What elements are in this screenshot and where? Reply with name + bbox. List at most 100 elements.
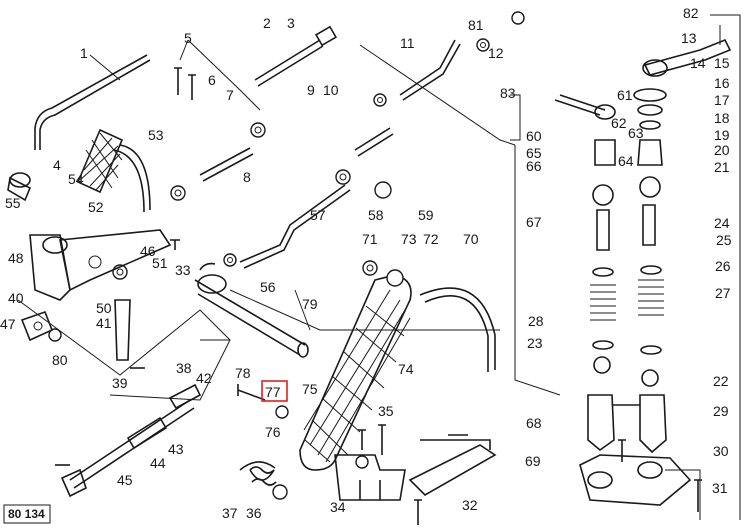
label-24: 24 <box>714 215 730 231</box>
label-28: 28 <box>528 313 544 329</box>
label-44: 44 <box>150 455 166 471</box>
label-83: 83 <box>500 85 516 101</box>
label-71: 71 <box>362 231 378 247</box>
label-53: 53 <box>148 127 164 143</box>
label-27: 27 <box>715 285 731 301</box>
label-11: 11 <box>400 35 415 51</box>
part-nuts-washers <box>48 11 525 500</box>
label-32: 32 <box>462 497 478 513</box>
label-43: 43 <box>168 441 184 457</box>
label-52: 52 <box>88 199 104 215</box>
label-33: 33 <box>175 262 191 278</box>
label-77: 77 <box>265 384 281 400</box>
part-labels: 1 2 3 4 5 6 7 8 9 10 11 12 13 14 15 16 1… <box>0 5 732 521</box>
label-76: 76 <box>265 424 281 440</box>
part-curved-rod <box>419 287 496 372</box>
label-26: 26 <box>715 258 731 274</box>
part-pedal <box>76 128 151 213</box>
label-68: 68 <box>526 415 542 431</box>
label-16: 16 <box>714 75 730 91</box>
part-link-rod <box>239 184 351 269</box>
label-4: 4 <box>53 157 61 173</box>
part-control-column <box>554 38 732 506</box>
label-46: 46 <box>140 243 156 259</box>
label-5: 5 <box>184 30 192 46</box>
part-cross-shaft <box>194 262 309 358</box>
label-50: 50 <box>96 300 112 316</box>
part-bottom-brackets <box>334 439 497 501</box>
label-54: 54 <box>68 171 84 187</box>
label-30: 30 <box>713 443 729 459</box>
label-12: 12 <box>488 45 504 61</box>
label-23: 23 <box>527 335 543 351</box>
label-72: 72 <box>423 231 439 247</box>
label-56: 56 <box>260 279 276 295</box>
part-threaded-rods <box>199 25 461 182</box>
label-6: 6 <box>208 72 216 88</box>
label-70: 70 <box>463 231 479 247</box>
part-lower-linkage <box>60 383 202 498</box>
label-60: 60 <box>526 128 542 144</box>
label-74: 74 <box>398 361 414 377</box>
label-45: 45 <box>117 472 133 488</box>
label-21: 21 <box>714 159 730 175</box>
label-42: 42 <box>196 370 212 386</box>
label-81: 81 <box>468 17 484 33</box>
label-29: 29 <box>713 403 729 419</box>
label-36: 36 <box>246 505 262 521</box>
label-40: 40 <box>8 290 24 306</box>
label-10: 10 <box>323 82 339 98</box>
part-hatched-pad <box>299 274 412 471</box>
label-62: 62 <box>611 115 627 131</box>
label-39: 39 <box>112 375 128 391</box>
leader-lines <box>17 14 741 520</box>
label-15: 15 <box>714 55 730 71</box>
part-bolts <box>55 67 702 525</box>
label-34: 34 <box>330 499 346 515</box>
label-58: 58 <box>368 207 384 223</box>
label-61: 61 <box>617 87 633 103</box>
label-47: 47 <box>0 316 16 332</box>
label-80: 80 <box>52 352 68 368</box>
highlight-box <box>261 380 288 402</box>
part-spring <box>239 461 277 486</box>
label-82: 82 <box>683 5 699 21</box>
label-13: 13 <box>681 30 697 46</box>
label-63: 63 <box>628 125 644 141</box>
label-25: 25 <box>716 232 732 248</box>
label-35: 35 <box>378 403 394 419</box>
label-9: 9 <box>307 82 315 98</box>
label-55: 55 <box>5 195 21 211</box>
drawing-code: 80 134 <box>8 507 45 521</box>
label-65: 65 <box>526 145 542 161</box>
label-79: 79 <box>302 296 318 312</box>
label-78: 78 <box>235 365 251 381</box>
label-66: 66 <box>526 158 542 174</box>
label-67: 67 <box>526 214 542 230</box>
label-37: 37 <box>222 505 238 521</box>
label-22: 22 <box>713 373 729 389</box>
label-38: 38 <box>176 360 192 376</box>
label-69: 69 <box>525 453 541 469</box>
label-31: 31 <box>712 480 728 496</box>
label-1: 1 <box>80 45 88 61</box>
label-41: 41 <box>96 315 112 331</box>
label-57: 57 <box>310 207 326 223</box>
label-51: 51 <box>152 255 168 271</box>
label-18: 18 <box>714 110 730 126</box>
label-3: 3 <box>287 15 295 31</box>
label-75: 75 <box>302 381 318 397</box>
label-17: 17 <box>714 92 730 108</box>
label-73: 73 <box>401 231 417 247</box>
label-48: 48 <box>8 250 24 266</box>
label-59: 59 <box>418 207 434 223</box>
drawing-code-box: 80 134 <box>3 504 51 524</box>
label-14: 14 <box>690 55 706 71</box>
label-8: 8 <box>243 169 251 185</box>
label-2: 2 <box>263 15 271 31</box>
part-left-brackets <box>7 172 172 361</box>
label-19: 19 <box>714 127 730 143</box>
label-20: 20 <box>714 142 730 158</box>
